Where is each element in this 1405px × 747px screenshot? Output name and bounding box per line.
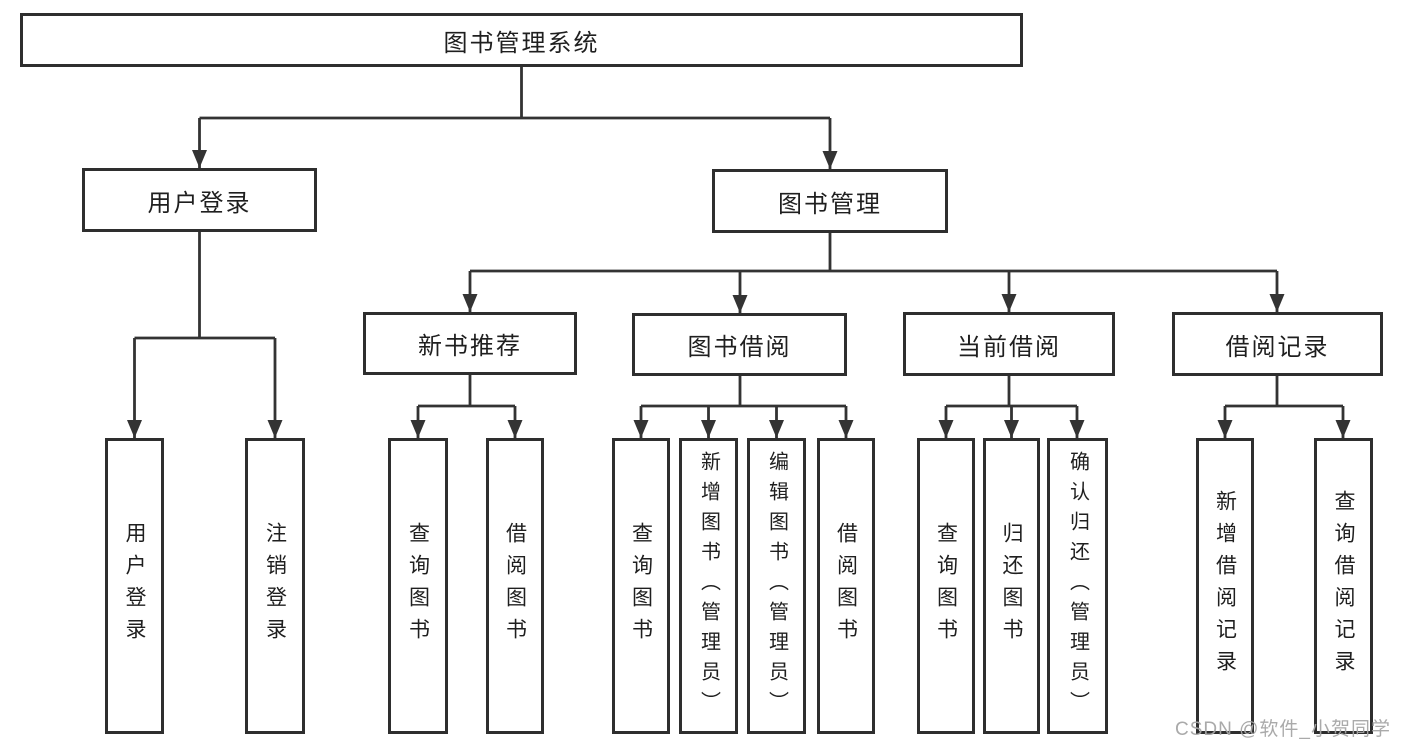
leaf-borrow-books-recommend-label: 借阅图书 [503, 522, 527, 650]
node-library-system-label: 图书管理系统 [443, 29, 600, 57]
leaf-query-books-current-label: 查询图书 [934, 522, 958, 650]
leaf-query-books-borrow-label: 查询图书 [629, 522, 653, 650]
leaf-borrow-books-borrow-label: 借阅图书 [834, 522, 858, 650]
leaf-add-borrow-record: 新增借阅记录 [1196, 438, 1254, 734]
leaf-query-books-borrow: 查询图书 [612, 438, 670, 734]
node-borrow-records: 借阅记录 [1172, 312, 1383, 376]
leaf-add-book-admin-label: 新增图书（管理员） [697, 451, 720, 721]
leaf-query-books-current: 查询图书 [917, 438, 975, 734]
node-book-borrow-label: 图书借阅 [687, 334, 792, 361]
node-borrow-records-label: 借阅记录 [1225, 333, 1330, 361]
node-user-login: 用户登录 [82, 168, 317, 232]
node-new-book-recommend-label: 新书推荐 [418, 333, 522, 360]
leaf-add-borrow-record-label: 新增借阅记录 [1213, 490, 1237, 682]
node-book-management: 图书管理 [712, 169, 948, 233]
leaf-query-borrow-record-label: 查询借阅记录 [1332, 490, 1355, 682]
leaf-add-book-admin: 新增图书（管理员） [679, 438, 738, 734]
connector-new-book-recommend-children [410, 375, 523, 438]
leaf-return-book-label: 归还图书 [1000, 522, 1023, 650]
leaf-borrow-books-borrow: 借阅图书 [817, 438, 875, 734]
node-current-borrow-label: 当前借阅 [957, 333, 1061, 361]
leaf-query-books-recommend-label: 查询图书 [406, 522, 430, 650]
leaf-query-books-recommend: 查询图书 [388, 438, 448, 734]
leaf-edit-book-admin-label: 编辑图书（管理员） [765, 451, 788, 721]
node-user-login-label: 用户登录 [147, 189, 252, 217]
leaf-confirm-return-admin-label: 确认归还（管理员） [1066, 451, 1089, 721]
csdn-watermark: CSDN @软件_小贺同学 [1175, 719, 1391, 740]
connector-current-borrow-children [938, 376, 1085, 438]
node-library-system: 图书管理系统 [20, 13, 1023, 67]
leaf-edit-book-admin: 编辑图书（管理员） [747, 438, 806, 734]
node-book-management-label: 图书管理 [778, 190, 882, 218]
node-book-borrow: 图书借阅 [632, 313, 847, 376]
leaf-borrow-books-recommend: 借阅图书 [486, 438, 544, 734]
connector-book-borrow-children [633, 376, 854, 438]
node-new-book-recommend: 新书推荐 [363, 312, 577, 375]
leaf-logout-label: 注销登录 [263, 522, 287, 650]
leaf-logout: 注销登录 [245, 438, 305, 734]
node-current-borrow: 当前借阅 [903, 312, 1115, 376]
leaf-confirm-return-admin: 确认归还（管理员） [1047, 438, 1108, 734]
leaf-return-book: 归还图书 [983, 438, 1040, 734]
leaf-user-login: 用户登录 [105, 438, 164, 734]
leaf-query-borrow-record: 查询借阅记录 [1314, 438, 1373, 734]
connector-book-management-children [462, 233, 1285, 313]
connector-borrow-records-children [1217, 376, 1351, 438]
connector-root-to-level2 [192, 67, 838, 169]
connector-user-login-children [127, 232, 283, 438]
leaf-user-login-label: 用户登录 [123, 522, 146, 650]
